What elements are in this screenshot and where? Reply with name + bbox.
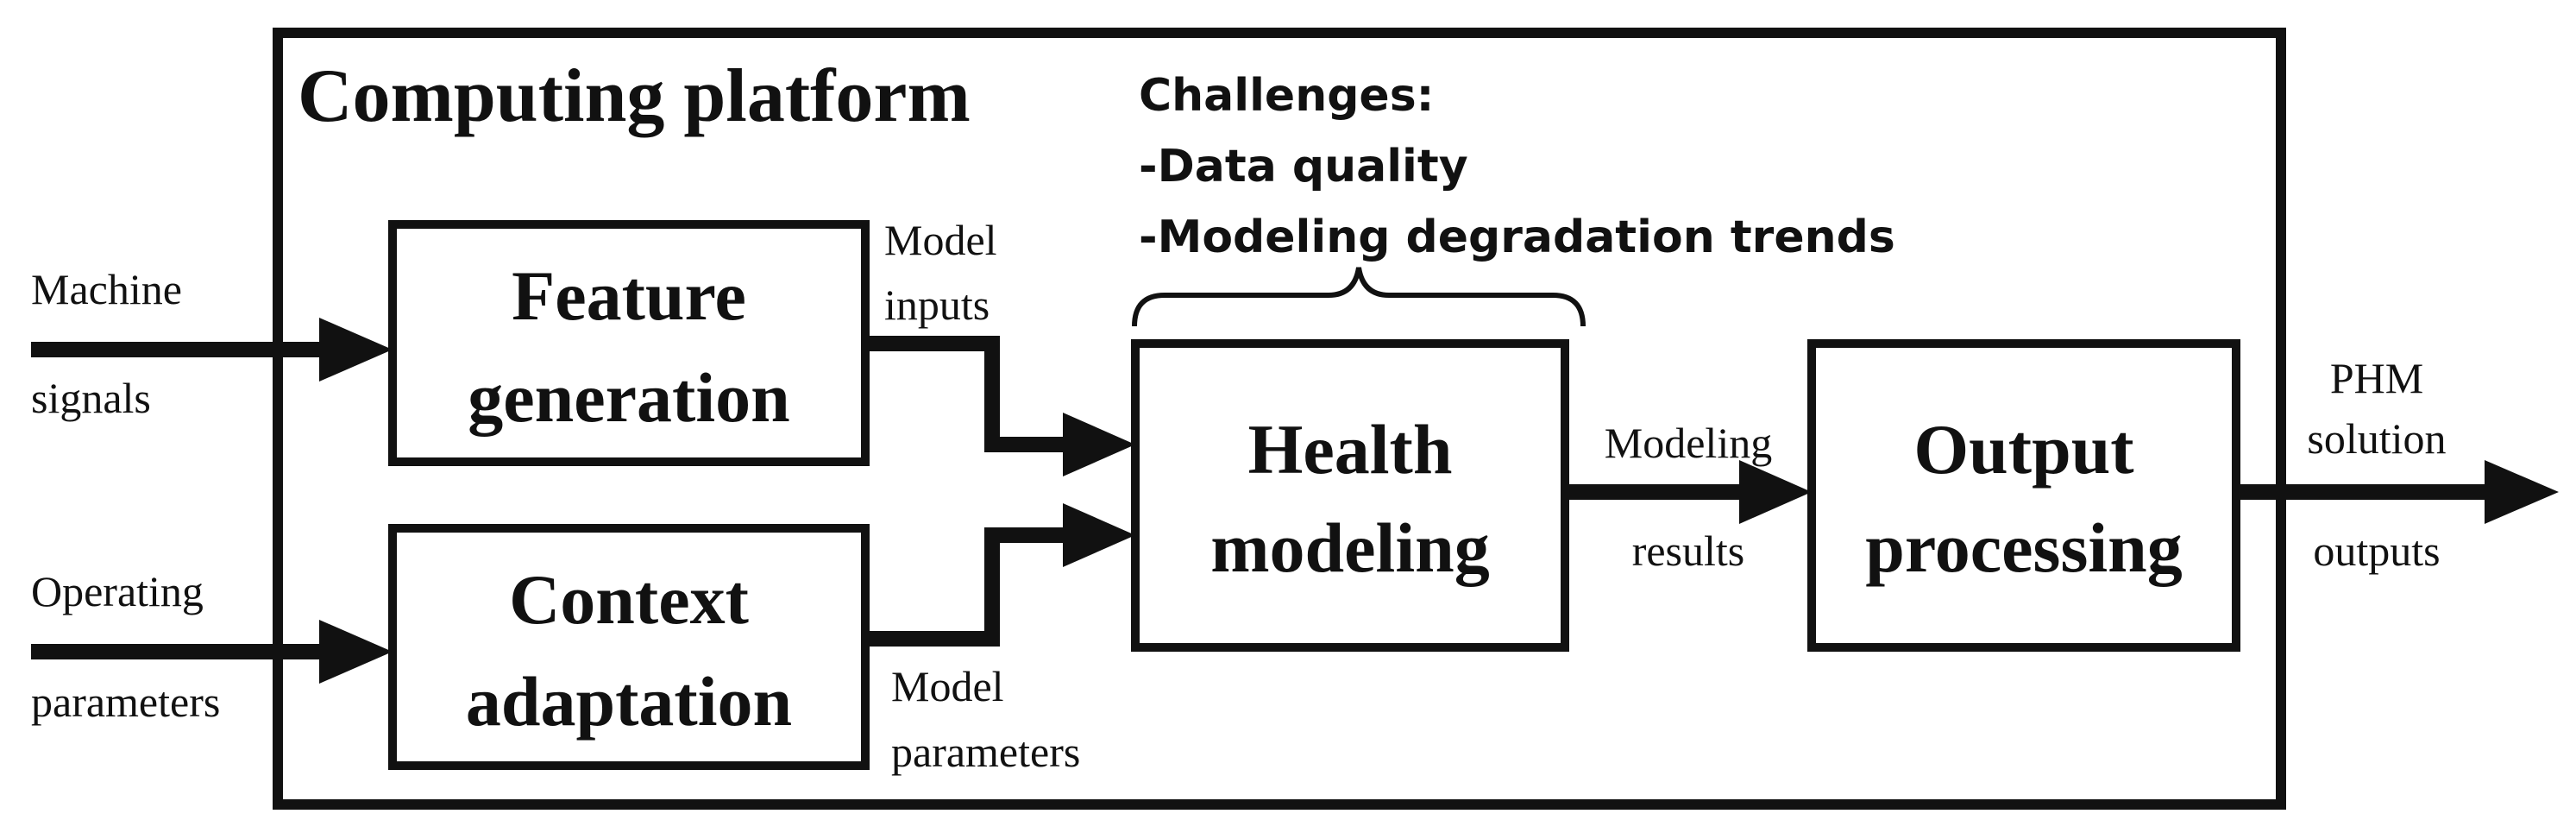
model-parameters-label-line1: Model	[891, 662, 1004, 710]
phm-outputs-label-line2: solution	[2307, 414, 2446, 463]
modeling-results-label-line1: Modeling	[1605, 419, 1772, 467]
phm-outputs-label-line1: PHM	[2330, 354, 2423, 402]
output-processing-title-line1: Output	[1913, 410, 2133, 489]
health-modeling-title-line1: Health	[1248, 410, 1453, 489]
operating-parameters-label-line1: Operating	[31, 567, 204, 615]
health-modeling-title-line2: modeling	[1210, 508, 1489, 587]
context-adaptation-box	[388, 524, 870, 770]
phm-outputs-arrowhead	[2485, 460, 2559, 524]
feature-generation-title-line1: Feature	[512, 256, 746, 335]
output-processing-title-line2: processing	[1865, 508, 2183, 587]
operating-parameters-arrowhead	[319, 620, 393, 684]
phm-outputs-label-line3: outputs	[2313, 527, 2440, 575]
modeling-results-arrowhead	[1739, 460, 1812, 524]
model-inputs-label-line2: inputs	[884, 281, 990, 329]
model-parameters-label-line2: parameters	[891, 728, 1080, 776]
health-modeling-box	[1131, 339, 1569, 652]
context-adaptation-title-line2: adaptation	[466, 662, 792, 741]
model-inputs-arrowhead	[1063, 413, 1135, 476]
context-adaptation-title-line1: Context	[509, 560, 749, 639]
model-parameters-arrowhead	[1063, 503, 1135, 567]
challenge-item-degradation-trends: -Modeling degradation trends	[1139, 211, 1895, 263]
platform-title: Computing platform	[298, 54, 971, 138]
modeling-results-label-line2: results	[1632, 527, 1745, 575]
challenges-brace	[1132, 267, 1586, 327]
model-inputs-label-line1: Model	[884, 216, 997, 264]
machine-signals-label-line2: signals	[31, 374, 151, 422]
model-inputs-connector	[865, 336, 1083, 452]
challenge-item-data-quality: -Data quality	[1139, 141, 1468, 192]
machine-signals-label-line1: Machine	[31, 265, 182, 313]
operating-parameters-label-line2: parameters	[31, 678, 220, 726]
machine-signals-arrowhead	[319, 318, 393, 382]
challenges-heading: Challenges:	[1139, 70, 1434, 122]
model-parameters-connector	[865, 527, 1083, 647]
computing-platform-box	[273, 28, 2286, 810]
feature-generation-title-line2: generation	[468, 358, 789, 437]
output-processing-box	[1807, 339, 2240, 652]
